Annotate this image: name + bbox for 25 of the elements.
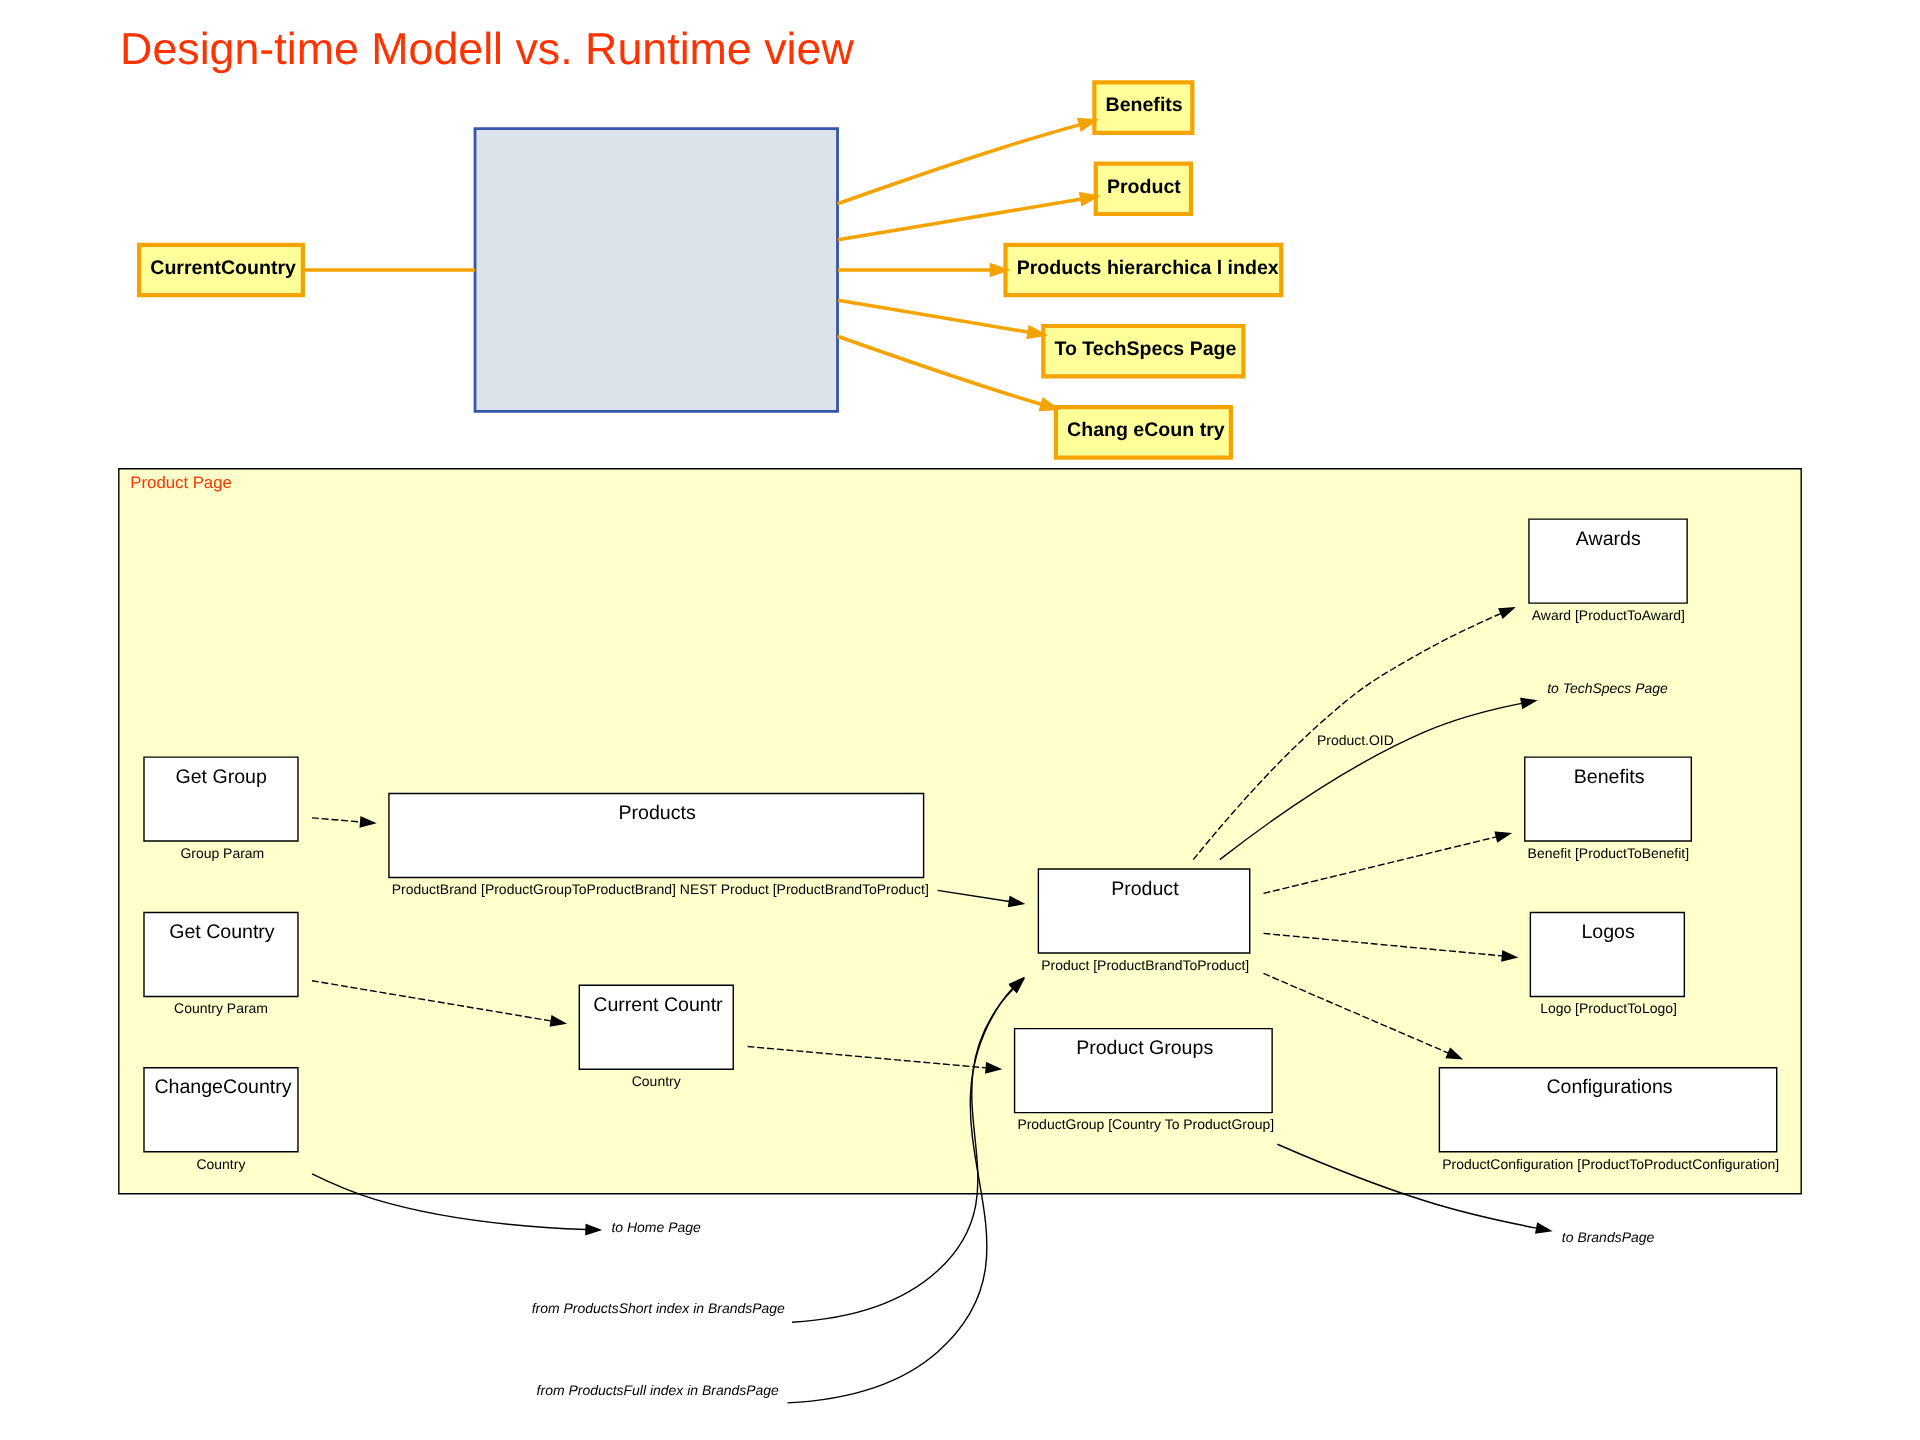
node-box	[473, 127, 839, 413]
arrow	[311, 816, 377, 828]
arrow	[1262, 972, 1464, 1060]
arrow	[1219, 697, 1538, 861]
arrow	[837, 191, 1101, 242]
node-box: To TechSpecs Page	[1041, 323, 1246, 379]
arrow	[746, 1045, 1003, 1074]
arrow	[1192, 607, 1516, 861]
arrow	[837, 334, 1061, 412]
node-box: Products hierarchica l index	[1003, 242, 1284, 298]
node-box: Chang eCoun try	[1053, 405, 1233, 460]
arrow	[1262, 831, 1513, 895]
node-box: CurrentCountry	[137, 242, 305, 298]
arrow	[311, 980, 568, 1027]
arrow	[837, 117, 1100, 206]
node-box: Product	[1093, 161, 1194, 217]
arrow	[936, 889, 1026, 908]
arrow	[838, 262, 1011, 278]
connector	[303, 268, 475, 272]
node-box: Benefits	[1092, 80, 1195, 135]
diagram-title: Design-time Modell vs. Runtime view	[120, 23, 854, 74]
arrow	[1276, 1143, 1553, 1234]
arrow	[1262, 932, 1519, 962]
arrow	[837, 298, 1049, 340]
arrow	[311, 1173, 603, 1236]
